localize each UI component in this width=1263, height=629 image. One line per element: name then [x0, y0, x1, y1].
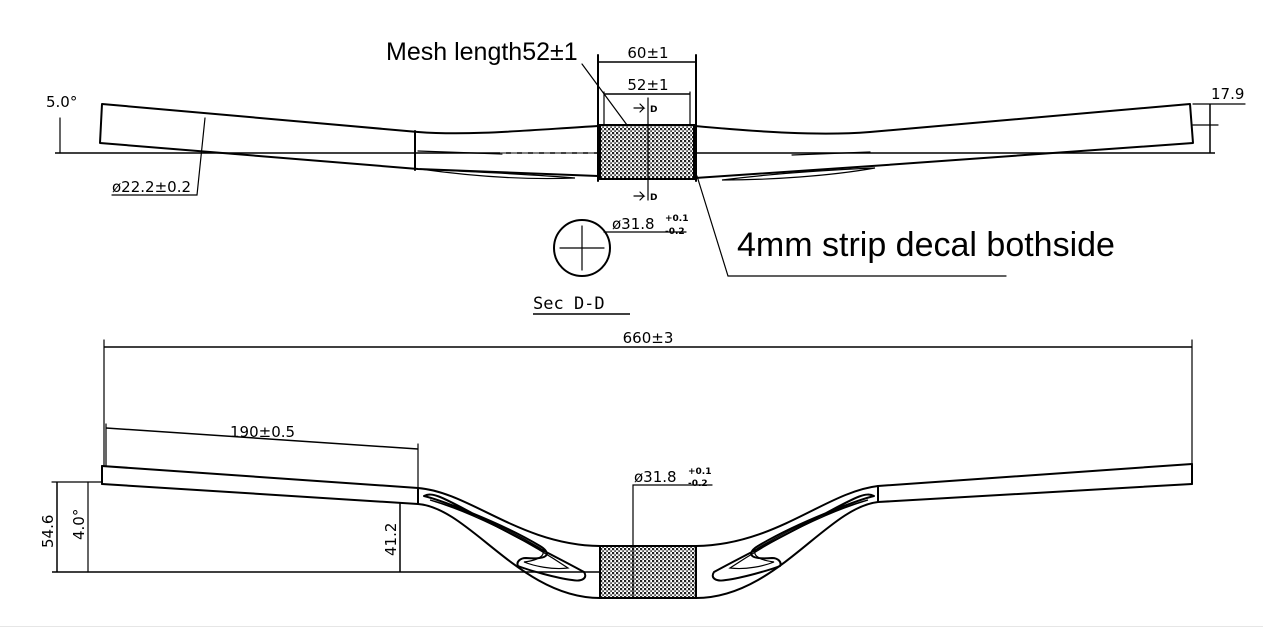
front-view: 660±3 190±0.5 ø31.8 +0.1 -0.2 54.6	[39, 329, 1193, 599]
section-arrow-top: D	[633, 103, 657, 115]
page-bottom-rule	[0, 626, 1263, 627]
top-left-slot	[419, 168, 576, 180]
grip-length-dim-line	[105, 427, 419, 450]
mesh-inner-width-label: 52±1	[627, 76, 668, 94]
front-right-cutout-inner	[728, 499, 869, 570]
mesh-outer-width-label: 60±1	[627, 44, 668, 62]
section-tag-top: D	[650, 105, 657, 115]
top-right-inner-line	[791, 151, 871, 156]
top-mesh-area	[599, 124, 695, 180]
grip-length-label: 190±0.5	[230, 423, 295, 441]
clamp-diameter-tol-lower: -0.2	[688, 479, 708, 489]
section-diameter-tol-lower: -0.2	[665, 227, 685, 237]
section-circle	[553, 219, 611, 277]
strip-decal-leader	[696, 175, 1007, 277]
grip-diameter-leader	[111, 117, 206, 196]
section-label: Sec D-D	[533, 294, 605, 314]
front-left-cutout-outer	[423, 493, 587, 582]
rise-label: 17.9	[1211, 85, 1244, 103]
total-rise-label: 54.6	[39, 515, 57, 548]
center-rise-label: 41.2	[382, 523, 400, 556]
upsweep-angle-label: 4.0°	[70, 509, 88, 540]
mesh-length-label: Mesh length52±1	[386, 38, 578, 66]
top-left-inner-line	[417, 150, 503, 155]
total-width-label: 660±3	[623, 329, 674, 347]
sweep-angle-label: 5.0°	[46, 93, 77, 111]
section-arrow-bottom: D	[633, 191, 657, 203]
top-left-bar-outline	[99, 103, 599, 177]
top-right-slot	[721, 167, 876, 181]
clamp-diameter-leader	[632, 484, 713, 599]
clamp-diameter-label: ø31.8	[634, 468, 677, 486]
clamp-diameter-tol-upper: +0.1	[688, 467, 711, 477]
section-tag-bottom: D	[650, 193, 657, 203]
front-left-cutout-inner	[429, 499, 570, 570]
section-diameter-label: ø31.8	[612, 215, 655, 233]
top-view: 60±1 52±1 D D Mesh length52±1 4mm strip …	[46, 38, 1246, 315]
section-d-d: ø31.8 +0.1 -0.2 Sec D-D	[533, 214, 688, 315]
front-mesh-area	[599, 545, 697, 599]
strip-decal-label: 4mm strip decal bothside	[737, 226, 1115, 264]
grip-diameter-label: ø22.2±0.2	[112, 178, 191, 196]
section-diameter-tol-upper: +0.1	[665, 214, 688, 224]
top-right-bar-outline	[694, 103, 1194, 179]
mesh-length-leader	[581, 63, 628, 126]
front-right-cutout-outer	[711, 493, 875, 582]
